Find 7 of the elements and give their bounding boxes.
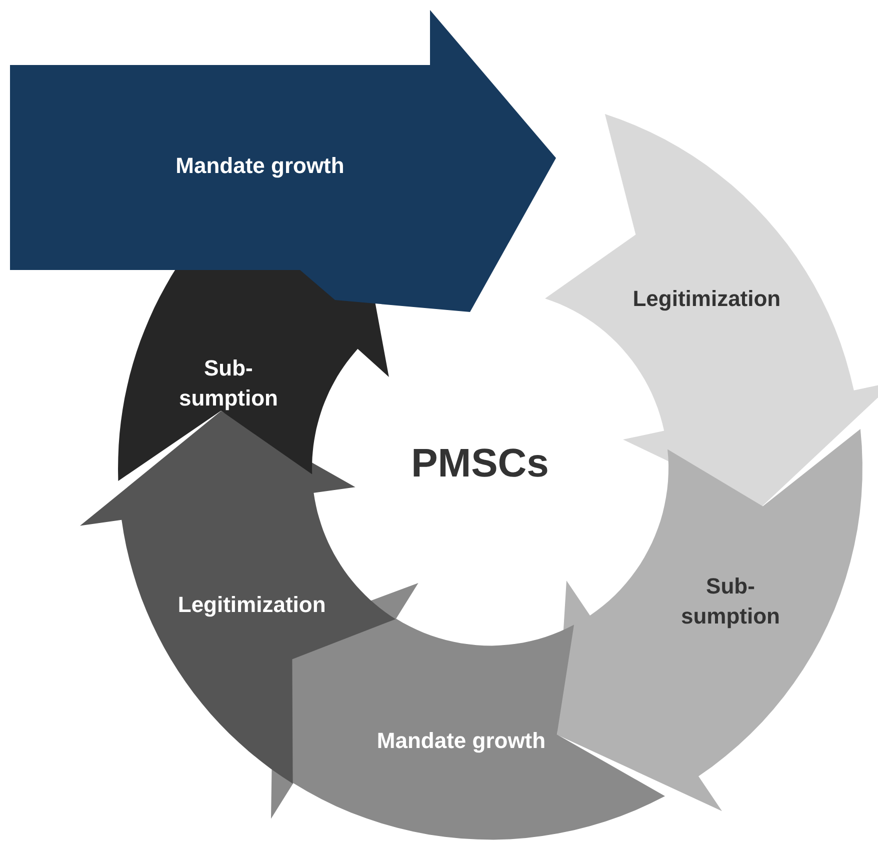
arrow-label: Legitimization (176, 592, 327, 620)
arrow-label: Sub- sumption (680, 572, 781, 630)
arrow-label: Sub- sumption (178, 354, 279, 412)
arrow-label: Mandate growth (174, 152, 346, 180)
arrow-label: Mandate growth (376, 728, 547, 756)
arrow-label: Legitimization (632, 284, 782, 313)
center-label: PMSCs (411, 442, 549, 486)
